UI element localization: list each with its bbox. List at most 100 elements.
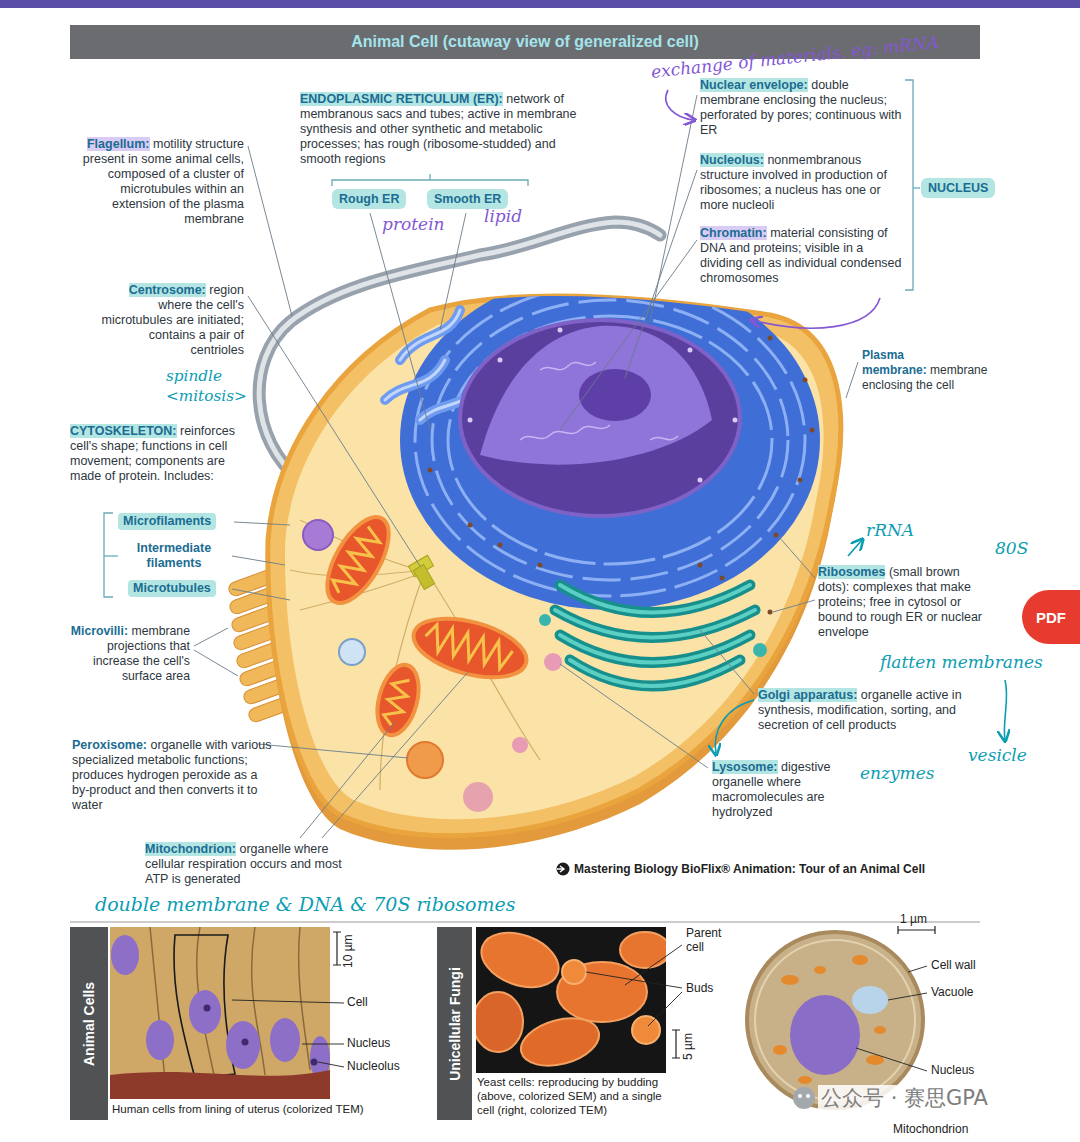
uterus-micrograph bbox=[270, 1018, 300, 1062]
golgi-apparatus bbox=[753, 643, 767, 657]
single-yeast-cell bbox=[852, 955, 868, 965]
uterus-micrograph bbox=[110, 1070, 330, 1099]
yeast-micrograph bbox=[586, 945, 682, 1026]
part-name: Buds bbox=[686, 981, 713, 995]
term-label: Peroxisome: bbox=[72, 738, 147, 752]
leader-line bbox=[194, 650, 238, 676]
callout-text: ENDOPLASMIC RETICULUM (ER):network of me… bbox=[300, 92, 582, 167]
golgi-apparatus bbox=[570, 660, 740, 686]
watermark-icon bbox=[793, 1087, 815, 1109]
ribosome-dots bbox=[803, 378, 808, 383]
callout-text: Nuclear envelope:double membrane enclosi… bbox=[700, 78, 905, 138]
nucleus bbox=[733, 418, 738, 423]
single-yeast-cell bbox=[773, 1045, 787, 1055]
handwritten-note: flatten membranes bbox=[880, 652, 1043, 672]
uterus-micrograph bbox=[232, 1000, 344, 1067]
divider-rule bbox=[70, 922, 980, 923]
yeast-micrograph bbox=[562, 960, 586, 984]
uterus-micrograph bbox=[110, 927, 344, 1099]
part-name: Mitochondrion bbox=[893, 1122, 968, 1136]
handwritten-note: double membrane & DNA & 70S ribosomes bbox=[95, 893, 515, 915]
handwritten-note: 80S bbox=[995, 538, 1028, 558]
mitochondria bbox=[422, 623, 514, 671]
callout-text: Mitochondrion:organelle where cellular r… bbox=[145, 842, 367, 887]
mitochondria bbox=[382, 676, 412, 727]
nucleus bbox=[460, 320, 740, 516]
handwritten-note: vesicle bbox=[968, 745, 1027, 765]
yeast-micrograph bbox=[620, 932, 666, 968]
panel-heading: Animal Cells bbox=[81, 981, 97, 1065]
handwritten-note: double membrane & DNA & 70S ribosomes bbox=[95, 893, 515, 915]
vesicles bbox=[512, 737, 528, 753]
part-name: Nucleus bbox=[931, 1063, 974, 1077]
node-label: Smooth ER bbox=[434, 191, 501, 207]
endoplasmic-reticulum bbox=[448, 316, 772, 564]
leader-line bbox=[846, 362, 858, 398]
handwritten-note: flatten membranes bbox=[880, 652, 1043, 672]
peroxisome bbox=[407, 742, 443, 778]
watermark: 公众号 · 赛思GPA bbox=[818, 1085, 991, 1111]
nucleus bbox=[498, 358, 503, 363]
single-yeast-cell bbox=[856, 966, 927, 1071]
single-yeast-cell bbox=[852, 986, 888, 1014]
handwritten-note: protein bbox=[382, 214, 445, 234]
term-label: Flagellum: bbox=[87, 137, 150, 151]
uterus-micrograph bbox=[110, 927, 330, 1099]
term-label: Lysosome: bbox=[712, 760, 778, 774]
term-label: Golgi apparatus: bbox=[758, 688, 857, 702]
vesicles bbox=[544, 653, 562, 671]
watermark-icon bbox=[806, 1094, 810, 1098]
ribosome-dots bbox=[428, 468, 433, 473]
node-label: Rough ER bbox=[339, 191, 399, 207]
callout-text: Centrosome:region where the cell's micro… bbox=[98, 283, 244, 358]
micrograph-panel: Animal CellsHuman cells from lining of u… bbox=[70, 925, 335, 1120]
handwritten-note: enzymes bbox=[860, 763, 934, 783]
single-yeast-cell bbox=[747, 926, 935, 1108]
part-name: Mitochondrion bbox=[893, 1122, 968, 1136]
callout-text: Peroxisome:organelle with various specia… bbox=[72, 738, 272, 813]
vesicles bbox=[339, 639, 365, 665]
leader-line bbox=[560, 240, 697, 430]
nucleus bbox=[460, 320, 740, 516]
part-name: Nucleolus bbox=[347, 1059, 400, 1073]
panel-caption: Yeast cells: reproducing by budding (abo… bbox=[477, 1075, 669, 1117]
nucleus bbox=[579, 369, 651, 421]
bracket bbox=[104, 555, 118, 556]
leader-line bbox=[700, 630, 754, 694]
vesicles bbox=[303, 520, 562, 812]
uterus-micrograph bbox=[110, 927, 330, 1099]
yeast-micrograph bbox=[473, 923, 682, 1074]
uterus-micrograph bbox=[189, 990, 221, 1034]
uterus-micrograph bbox=[311, 1059, 318, 1066]
watermark-icon bbox=[798, 1094, 802, 1098]
term-label: CYTOSKELETON: bbox=[70, 424, 177, 438]
leader-line bbox=[370, 213, 430, 430]
part-name: Nucleus bbox=[347, 1036, 390, 1050]
part-name: Microtubules bbox=[128, 580, 216, 597]
leader-line bbox=[773, 600, 815, 612]
nucleus bbox=[520, 425, 610, 440]
term-label: Ribosomes bbox=[818, 565, 885, 579]
leader-line bbox=[560, 664, 708, 768]
animation-link: Mastering Biology BioFlix® Animation: To… bbox=[574, 862, 925, 877]
part-name: Nucleolus bbox=[347, 1059, 400, 1073]
leader-line bbox=[194, 628, 228, 646]
callout-text: Flagellum:motility structure present in … bbox=[76, 137, 244, 227]
yeast-micrograph bbox=[476, 927, 566, 997]
ribosome-dots bbox=[698, 563, 703, 568]
group-tag: NUCLEUS bbox=[921, 178, 995, 198]
smooth-er bbox=[385, 360, 445, 400]
ribosome-dots bbox=[720, 576, 725, 581]
uterus-micrograph bbox=[204, 1005, 211, 1012]
ribosome-dots bbox=[798, 478, 803, 483]
handwritten-note: lipid bbox=[484, 206, 522, 226]
part-name: Intermediate filaments bbox=[137, 541, 211, 570]
handwritten-note: 80S bbox=[995, 538, 1028, 558]
part-name: Nucleus bbox=[347, 1036, 390, 1050]
divider-rule bbox=[70, 922, 980, 923]
handwritten-note: rRNA bbox=[866, 520, 914, 540]
callout-text: Chromatin:material consisting of DNA and… bbox=[700, 226, 903, 286]
term-label: Mitochondrion: bbox=[145, 842, 236, 856]
leader-line bbox=[234, 522, 290, 525]
scale-label: 5 µm bbox=[681, 1033, 695, 1060]
